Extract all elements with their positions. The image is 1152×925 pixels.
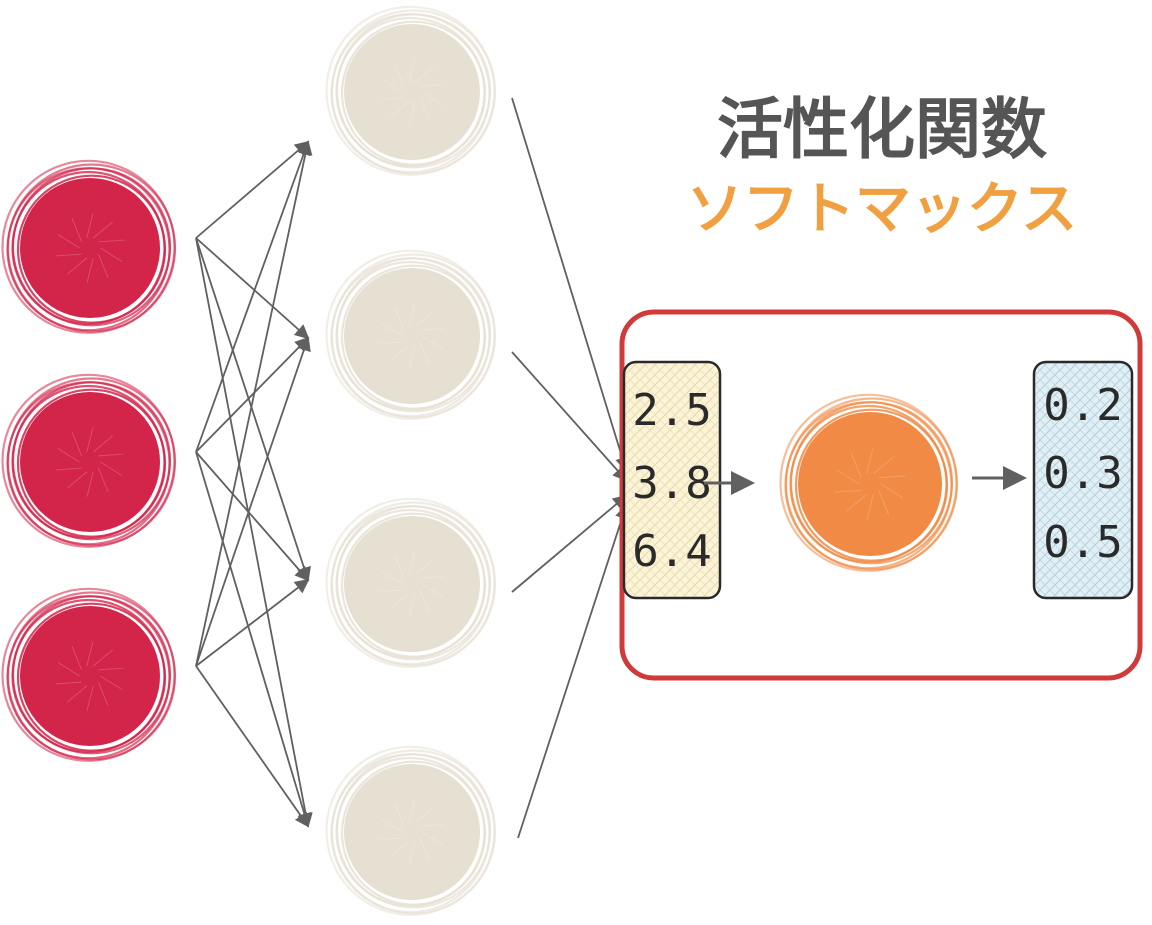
edge-input-hidden: [195, 578, 310, 667]
activation-node-circle: [779, 393, 959, 572]
output-value-1: 0.2: [1043, 380, 1122, 431]
edge-input-hidden: [195, 237, 313, 828]
edge-hidden-vector: [511, 97, 630, 472]
input-node: [1, 159, 177, 334]
input-layer: [1, 159, 177, 762]
edge-input-hidden: [195, 451, 310, 582]
edge-input-hidden: [195, 336, 310, 453]
edge-hidden-vector: [511, 351, 628, 482]
edge-hidden-vector: [517, 504, 629, 839]
edge-input-hidden: [195, 336, 311, 667]
edge-input-hidden: [195, 237, 310, 340]
edge-input-hidden: [195, 140, 311, 453]
input-node: [1, 587, 177, 762]
input-node: [1, 373, 177, 548]
edges-hidden-to-vector: [511, 97, 630, 839]
edges-input-to-hidden: [195, 140, 313, 828]
output-vector-box: [1032, 360, 1134, 600]
output-value-2: 0.3: [1043, 448, 1122, 499]
diagram-title: 活性化関数: [717, 91, 1047, 168]
input-value-3: 6.4: [632, 526, 711, 577]
output-value-3: 0.5: [1043, 517, 1122, 568]
hidden-node: [325, 497, 497, 668]
edge-hidden-vector: [511, 494, 628, 593]
hidden-layer: [325, 5, 497, 916]
edge-input-hidden: [195, 451, 312, 828]
edge-input-hidden: [195, 237, 311, 582]
softmax-activation-node: [779, 393, 959, 572]
input-value-1: 2.5: [632, 385, 711, 436]
edge-input-hidden: [195, 140, 313, 667]
input-vector-box: [622, 360, 722, 600]
input-value-2: 3.8: [632, 458, 711, 509]
hidden-node: [325, 249, 497, 420]
hidden-node: [325, 5, 497, 176]
hidden-node: [325, 745, 497, 916]
softmax-frame: [619, 309, 1143, 681]
diagram-subtitle: ソフトマックス: [687, 177, 1077, 242]
edge-input-hidden: [195, 140, 310, 239]
edge-input-hidden: [195, 665, 310, 828]
